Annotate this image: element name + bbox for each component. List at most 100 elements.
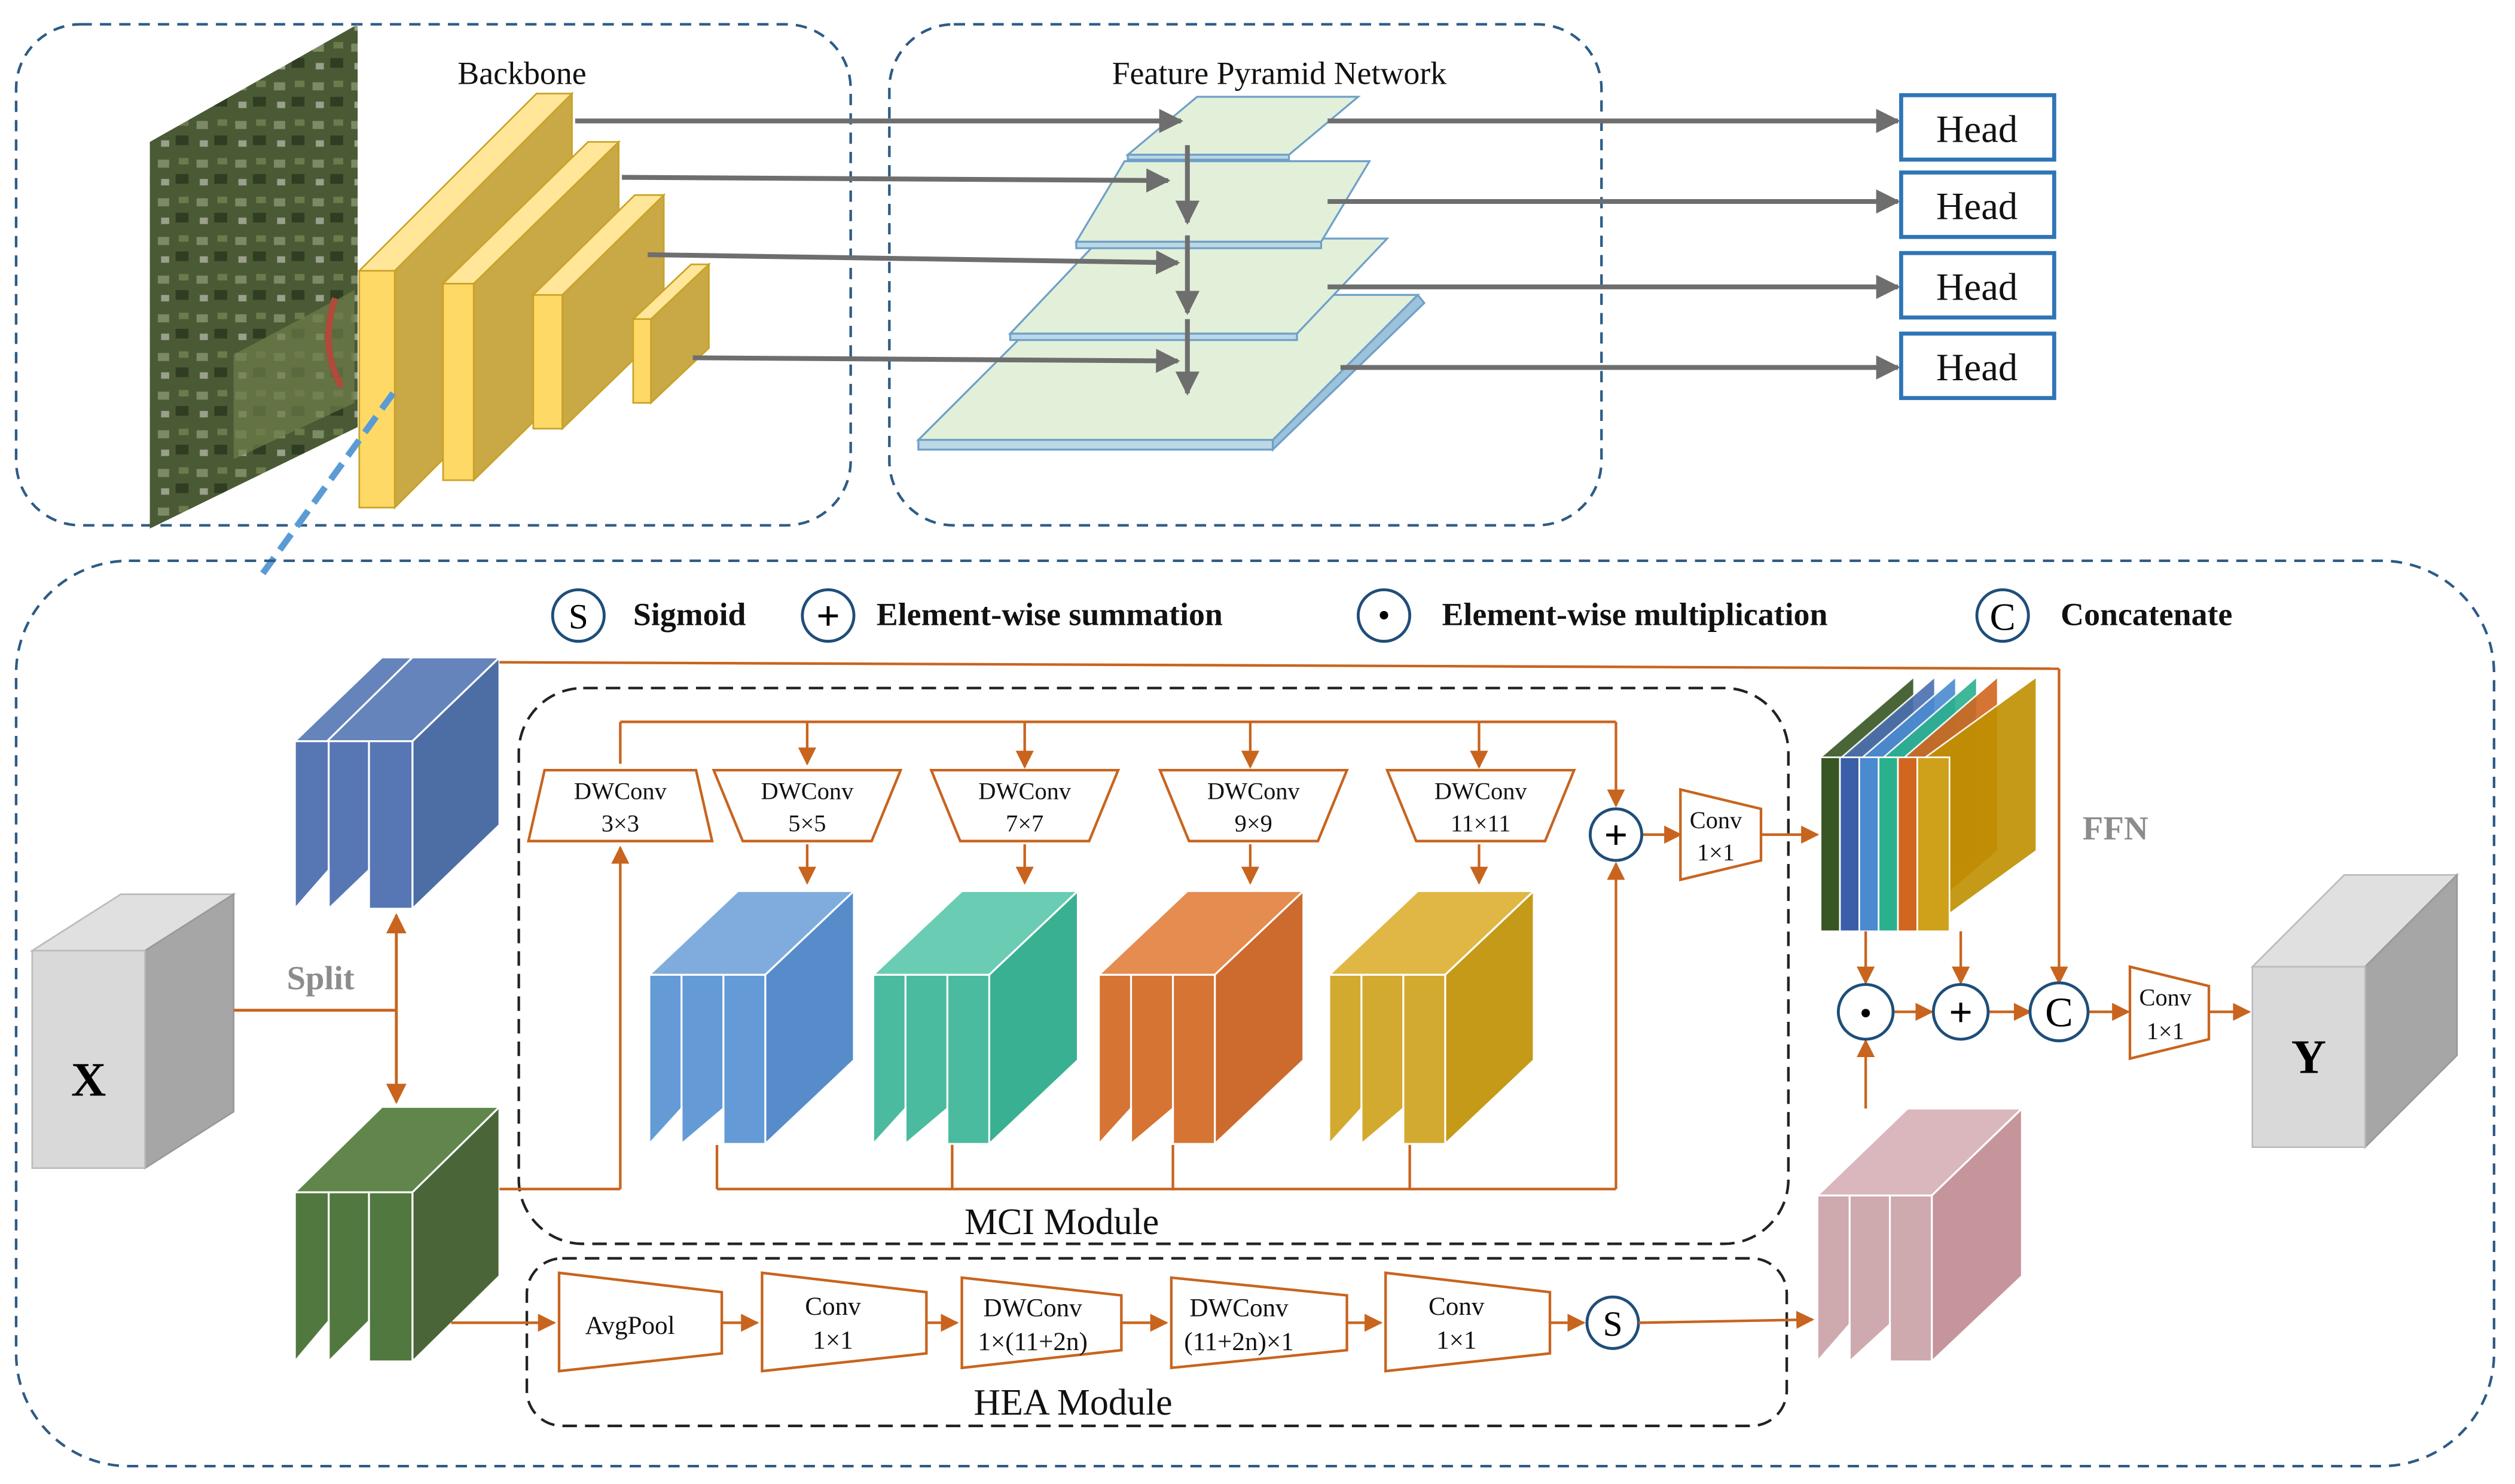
dwconv-labels: DWConv 3×3 DWConv 5×5 DWConv 7×7 DWConv … — [574, 778, 1527, 837]
module-region — [14, 559, 2496, 1468]
dwconv-name: DWConv — [1207, 778, 1301, 805]
dwconv-5x5-block — [712, 768, 903, 842]
head-label: Head — [1936, 265, 2018, 308]
split-label: Split — [287, 960, 355, 997]
dwconv-7x7-block — [929, 768, 1121, 842]
hea-block-name: Conv — [805, 1293, 861, 1321]
blue-feature-block — [292, 655, 502, 911]
hea-sigmoid-symbol: S — [1603, 1304, 1623, 1343]
output-conv-size: 1×1 — [2147, 1018, 2184, 1045]
multiply-icon-symbol: • — [1378, 595, 1390, 634]
mci-feature-cubes — [646, 888, 1537, 1147]
head-label: Head — [1936, 107, 2018, 150]
mci-conv-name: Conv — [1690, 807, 1742, 833]
sigmoid-legend-label: Sigmoid — [633, 597, 746, 633]
mci-sum-op — [1588, 807, 1644, 862]
head-box — [1899, 170, 2056, 239]
sum-icon-symbol: + — [816, 594, 840, 640]
hea-block-size: (11+2n)×1 — [1184, 1328, 1294, 1356]
mci-conv-block — [1679, 787, 1763, 882]
sum-legend-label: Element-wise summation — [877, 597, 1223, 633]
concat-legend-label: Concatenate — [2061, 597, 2232, 633]
dwconv-size: 11×11 — [1451, 810, 1511, 837]
input-label: X — [71, 1053, 106, 1106]
hea-block-size: 1×1 — [1436, 1326, 1476, 1354]
head-boxes: Head Head Head Head — [1899, 93, 2056, 401]
sum-icon — [801, 588, 856, 643]
zoom-link — [260, 391, 396, 576]
dwconv-3x3-block — [527, 768, 714, 842]
green-feature-block — [292, 1104, 502, 1364]
concat-icon-symbol: C — [1990, 596, 2016, 639]
hea-flow-lines — [451, 1311, 1815, 1332]
teal-cube — [871, 888, 1081, 1147]
split-arrows — [233, 913, 407, 1104]
hea-block-size: 1×1 — [813, 1326, 853, 1354]
backbone-blocks — [357, 91, 711, 510]
hea-blocks — [557, 1271, 1552, 1373]
output-label: Y — [2291, 1031, 2326, 1084]
dwconv-size: 3×3 — [602, 810, 639, 837]
dwconv-name: DWConv — [1434, 778, 1528, 805]
avgpool-block — [557, 1271, 724, 1373]
head-box — [1899, 251, 2056, 320]
gold-cube — [1326, 888, 1537, 1147]
hea-conv2-block — [1384, 1271, 1552, 1373]
dwconv-11x11-block — [1385, 768, 1576, 842]
hea-block-size: 1×(11+2n) — [978, 1328, 1088, 1356]
dwconv-name: DWConv — [761, 778, 854, 805]
output-cube — [2250, 873, 2459, 1149]
ffn-label: FFN — [2083, 810, 2148, 847]
input-cube — [29, 893, 237, 1170]
backbone-label: Backbone — [457, 55, 586, 91]
ffn-stack — [1820, 674, 2038, 933]
dwconv-name: DWConv — [574, 778, 667, 805]
fpn-label: Feature Pyramid Network — [1112, 55, 1447, 91]
mci-flow-lines — [499, 720, 1820, 1190]
sum-op-symbol: + — [1949, 990, 1973, 1036]
dwconv-name: DWConv — [978, 778, 1072, 805]
fpn-region — [888, 23, 1603, 527]
hea-block-name: DWConv — [1189, 1294, 1289, 1323]
backbone-region — [14, 23, 852, 527]
aerial-image — [149, 24, 358, 529]
hea-dwconv-h-block — [960, 1276, 1123, 1370]
hea-dwconv-v-block — [1170, 1276, 1348, 1370]
head-label: Head — [1936, 346, 2018, 389]
mci-module-region — [517, 686, 1790, 1245]
mci-module-label: MCI Module — [965, 1202, 1159, 1242]
mci-sum-symbol: + — [1604, 813, 1628, 859]
concat-icon — [1975, 588, 2030, 643]
sigmoid-icon — [551, 588, 606, 643]
head-box — [1899, 331, 2056, 401]
hea-module-label: HEA Module — [973, 1382, 1172, 1423]
concat-op-symbol: C — [2045, 990, 2073, 1036]
hea-labels: AvgPool Conv 1×1 DWConv 1×(11+2n) DWConv… — [585, 1293, 1484, 1356]
multiply-op-symbol: • — [1860, 993, 1872, 1033]
sum-op — [1931, 983, 1990, 1041]
dwconv-9x9-block — [1158, 768, 1349, 842]
backbone-fpn-arrows — [575, 109, 1901, 396]
mci-conv-size: 1×1 — [1697, 839, 1735, 866]
blue-cube — [646, 888, 857, 1147]
hea-module-region — [525, 1257, 1788, 1427]
hea-block-name: DWConv — [984, 1294, 1083, 1323]
orange-cube — [1096, 888, 1306, 1147]
dwconv-size: 9×9 — [1235, 810, 1272, 837]
multiply-icon — [1356, 588, 1412, 643]
legend: S Sigmoid + Element-wise summation • Ele… — [551, 588, 2232, 643]
output-conv-name: Conv — [2139, 984, 2192, 1011]
dwconv-size: 7×7 — [1006, 810, 1043, 837]
multiply-op — [1836, 983, 1895, 1041]
hea-block-name: Conv — [1429, 1293, 1485, 1321]
hea-block-name: AvgPool — [585, 1312, 674, 1340]
aerial-field — [233, 290, 355, 460]
dwconv-size: 5×5 — [788, 810, 826, 837]
dwconv-blocks — [527, 768, 1576, 842]
fpn-layers — [915, 96, 1426, 452]
sigmoid-icon-symbol: S — [569, 597, 588, 636]
head-box — [1899, 93, 2056, 162]
hea-conv-block — [761, 1271, 928, 1373]
head-label: Head — [1936, 185, 2018, 228]
